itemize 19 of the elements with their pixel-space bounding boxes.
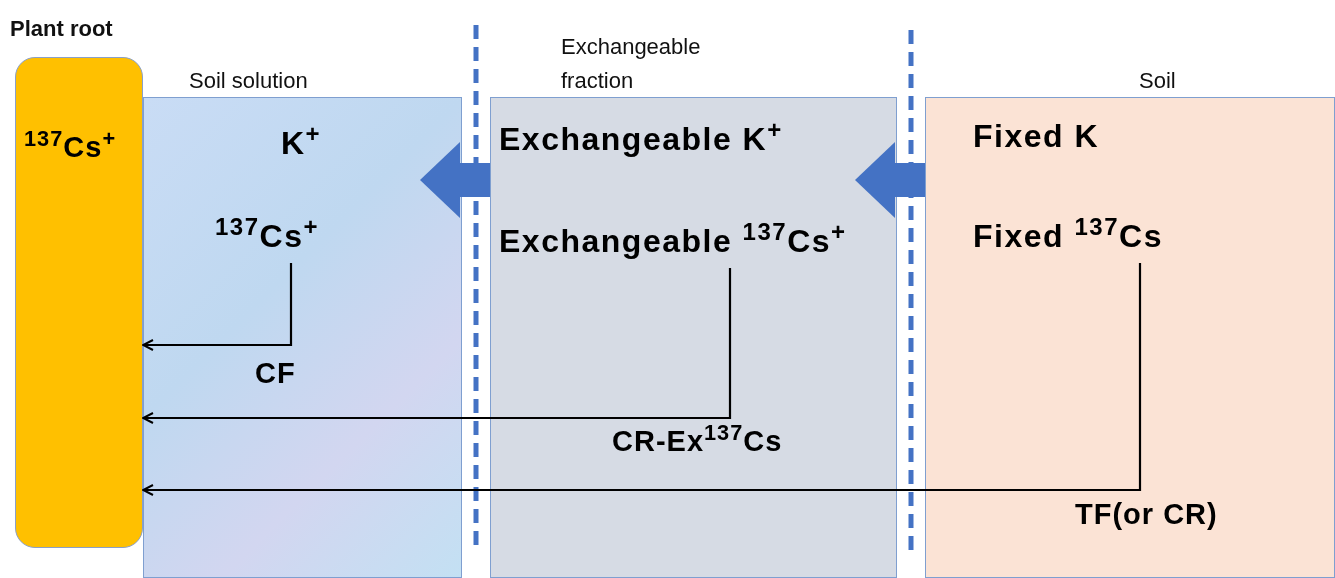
zone-heading: Exchangeable fraction (561, 33, 702, 95)
ion-label: Exchangeable $^{137}$Cs$^{+}$ (499, 221, 884, 261)
arrow (142, 268, 732, 424)
edge-label: TF(or CR) (1075, 497, 1218, 531)
zone-heading: Soil solution (189, 67, 309, 95)
ion-label: Fixed K (973, 116, 1173, 156)
ion-label: Fixed $^{137}$Cs (973, 216, 1203, 256)
column-heading: Plant root (10, 15, 113, 43)
ion-label: Exchangeable K$^{+}$ (499, 119, 819, 159)
block-arrow (420, 142, 490, 218)
edge-label: CF (255, 356, 296, 390)
ion-label: K$^{+}$ (281, 123, 341, 163)
arrow (142, 263, 1142, 496)
ion-label: $^{137}$Cs$^{+}$ (24, 126, 117, 165)
ion-label: $^{137}$Cs$^{+}$ (215, 216, 375, 256)
zone-heading: Soil (1139, 67, 1177, 95)
edge-label: CR-Ex$^{137}$Cs (612, 424, 783, 458)
arrow (142, 263, 293, 351)
block-arrow (855, 142, 925, 218)
